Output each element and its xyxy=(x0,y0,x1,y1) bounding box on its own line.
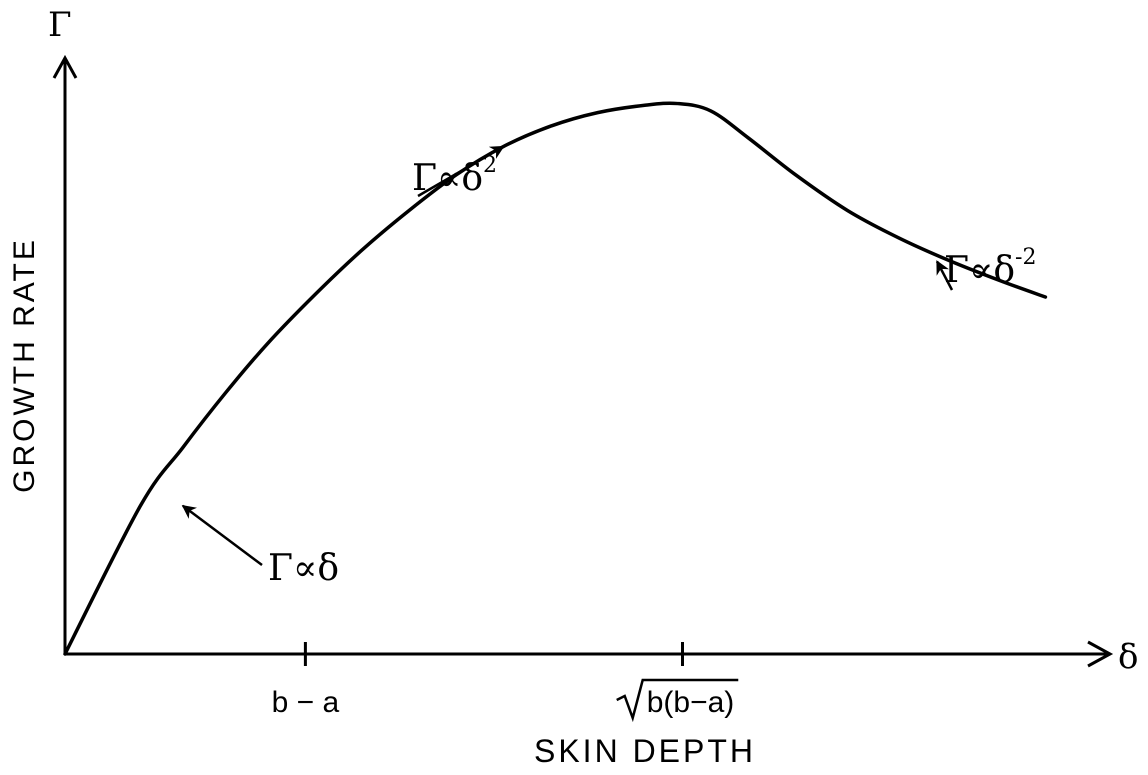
x-axis-symbol: δ xyxy=(1118,637,1138,677)
x-tick-label-1: b(b−a) xyxy=(647,686,735,719)
x-tick-label-0: b − a xyxy=(272,686,340,719)
sqrt-radical-sign xyxy=(616,678,739,723)
annotation-arrow-0 xyxy=(181,504,263,567)
y-axis-symbol: Γ xyxy=(48,5,72,45)
x-axis-arrowhead xyxy=(1087,640,1114,668)
annotation-arrow-2 xyxy=(935,260,954,291)
growth-curve xyxy=(63,101,1048,656)
annotations: Γ∝δΓ∝δ2Γ∝δ-2 xyxy=(181,145,1036,589)
x-axis-label: SKIN DEPTH xyxy=(534,733,756,769)
y-axis-label: GROWTH RATE xyxy=(8,237,41,493)
annotation-arrow-1 xyxy=(417,145,505,198)
y-axis-arrowhead xyxy=(52,54,78,79)
x-ticks: b − a b(b−a) xyxy=(272,642,739,723)
annotation-label-0: Γ∝δ xyxy=(268,548,339,589)
annotation-label-2: Γ∝δ-2 xyxy=(944,245,1036,291)
